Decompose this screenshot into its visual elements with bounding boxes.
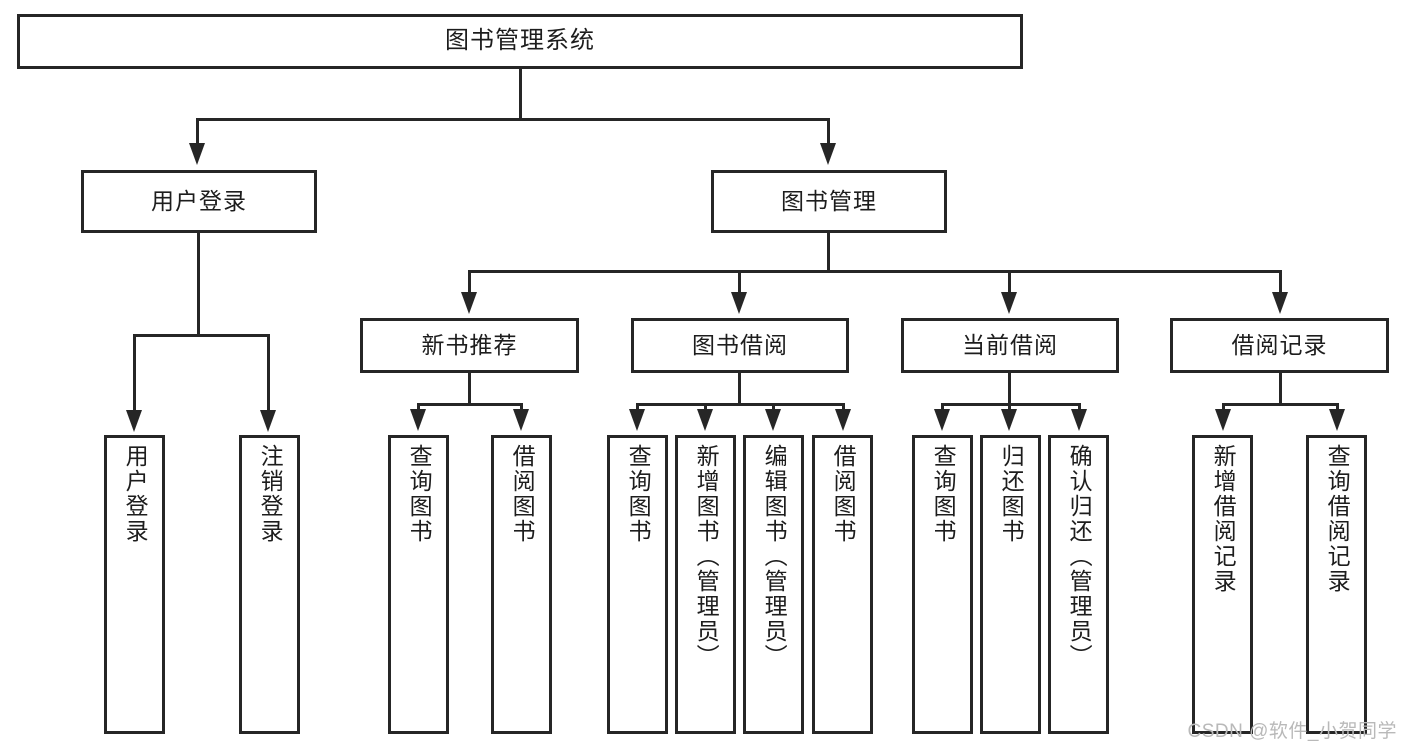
connector-records-stem xyxy=(1279,373,1282,405)
connector-to-records xyxy=(1279,270,1282,293)
connector-borrow-leaf7 xyxy=(772,403,775,413)
arrowhead-leaf-2 xyxy=(260,410,276,432)
connector-login-leaf1 xyxy=(133,334,136,411)
leaf-node-user-login-label: 用户登录 xyxy=(122,444,149,544)
leaf-node-logout-label: 注销登录 xyxy=(257,444,284,544)
arrowhead-leaf-10 xyxy=(1001,409,1017,431)
leaf-node-confirm-return-admin-label: 确认归还（管理员） xyxy=(1066,444,1093,669)
connector-current-bus xyxy=(941,403,1081,406)
connector-to-bookmgmt xyxy=(827,118,830,144)
connector-current-stem xyxy=(1008,373,1011,405)
arrowhead-leaf-5 xyxy=(629,409,645,431)
node-current-label: 当前借阅 xyxy=(962,331,1058,358)
node-current[interactable]: 当前借阅 xyxy=(901,318,1119,373)
node-root[interactable]: 图书管理系统 xyxy=(17,14,1023,69)
connector-level3-bus xyxy=(468,270,1282,273)
leaf-node-query-borrow-record[interactable]: 查询借阅记录 xyxy=(1306,435,1367,734)
leaf-node-query-book-borrow-label: 查询图书 xyxy=(625,444,652,544)
connector-newbook-leaf4 xyxy=(520,403,523,413)
connector-records-leaf12 xyxy=(1222,403,1225,413)
leaf-node-query-book-current-label: 查询图书 xyxy=(930,444,957,544)
leaf-node-user-login[interactable]: 用户登录 xyxy=(104,435,165,734)
node-login[interactable]: 用户登录 xyxy=(81,170,317,233)
leaf-node-add-book-admin[interactable]: 新增图书（管理员） xyxy=(675,435,736,734)
arrowhead-leaf-7 xyxy=(765,409,781,431)
arrowhead-to-records xyxy=(1272,292,1288,314)
leaf-node-return-book-label: 归还图书 xyxy=(998,444,1025,544)
leaf-node-query-borrow-record-label: 查询借阅记录 xyxy=(1324,444,1351,594)
connector-login-stem xyxy=(197,233,200,336)
connector-records-bus xyxy=(1222,403,1339,406)
leaf-node-query-book-current[interactable]: 查询图书 xyxy=(912,435,973,734)
connector-borrow-leaf6 xyxy=(704,403,707,413)
connector-borrow-leaf8 xyxy=(842,403,845,413)
leaf-node-edit-book-admin[interactable]: 编辑图书（管理员） xyxy=(743,435,804,734)
leaf-node-query-book-newbook[interactable]: 查询图书 xyxy=(388,435,449,734)
connector-bookmgmt-stem xyxy=(827,233,830,272)
connector-newbook-bus xyxy=(417,403,523,406)
connector-level2-bus xyxy=(196,118,830,121)
watermark: CSDN @软件_小贺同学 xyxy=(1187,721,1397,742)
leaf-node-query-book-newbook-label: 查询图书 xyxy=(406,444,433,544)
node-borrow-label: 图书借阅 xyxy=(692,331,788,358)
connector-newbook-stem xyxy=(468,373,471,405)
connector-login-bus xyxy=(133,334,270,337)
connector-login-leaf2 xyxy=(267,334,270,411)
arrowhead-to-bookmgmt xyxy=(820,143,836,165)
node-records-label: 借阅记录 xyxy=(1231,331,1328,358)
leaf-node-add-borrow-record-label: 新增借阅记录 xyxy=(1210,444,1237,594)
arrowhead-leaf-9 xyxy=(934,409,950,431)
leaf-node-edit-book-admin-label: 编辑图书（管理员） xyxy=(761,444,788,669)
arrowhead-to-borrow xyxy=(731,292,747,314)
arrowhead-to-login xyxy=(189,143,205,165)
leaf-node-add-book-admin-label: 新增图书（管理员） xyxy=(693,444,720,669)
connector-current-leaf9 xyxy=(941,403,944,413)
connector-root-stem xyxy=(519,69,522,120)
node-root-label: 图书管理系统 xyxy=(445,27,595,55)
node-newbook-label: 新书推荐 xyxy=(421,331,518,358)
arrowhead-leaf-6 xyxy=(697,409,713,431)
leaf-node-confirm-return-admin[interactable]: 确认归还（管理员） xyxy=(1048,435,1109,734)
connector-borrow-bus xyxy=(636,403,845,406)
node-borrow[interactable]: 图书借阅 xyxy=(631,318,849,373)
leaf-node-query-book-borrow[interactable]: 查询图书 xyxy=(607,435,668,734)
arrowhead-to-newbook xyxy=(461,292,477,314)
arrowhead-leaf-8 xyxy=(835,409,851,431)
connector-current-leaf10 xyxy=(1008,403,1011,413)
leaf-node-borrow-book-newbook-label: 借阅图书 xyxy=(509,444,536,544)
arrowhead-leaf-11 xyxy=(1071,409,1087,431)
connector-current-leaf11 xyxy=(1078,403,1081,413)
leaf-node-logout[interactable]: 注销登录 xyxy=(239,435,300,734)
arrowhead-to-current xyxy=(1001,292,1017,314)
leaf-node-borrow-book-newbook[interactable]: 借阅图书 xyxy=(491,435,552,734)
leaf-node-borrow-book[interactable]: 借阅图书 xyxy=(812,435,873,734)
leaf-node-return-book[interactable]: 归还图书 xyxy=(980,435,1041,734)
arrowhead-leaf-4 xyxy=(513,409,529,431)
arrowhead-leaf-3 xyxy=(410,409,426,431)
connector-to-current xyxy=(1008,270,1011,293)
connector-newbook-leaf3 xyxy=(417,403,420,413)
connector-borrow-stem xyxy=(738,373,741,405)
connector-to-login xyxy=(196,118,199,144)
arrowhead-leaf-12 xyxy=(1215,409,1231,431)
node-records[interactable]: 借阅记录 xyxy=(1170,318,1389,373)
node-newbook[interactable]: 新书推荐 xyxy=(360,318,579,373)
connector-to-borrow xyxy=(738,270,741,293)
leaf-node-borrow-book-label: 借阅图书 xyxy=(830,444,857,544)
node-bookmgmt[interactable]: 图书管理 xyxy=(711,170,947,233)
leaf-node-add-borrow-record[interactable]: 新增借阅记录 xyxy=(1192,435,1253,734)
node-bookmgmt-label: 图书管理 xyxy=(781,187,877,214)
arrowhead-leaf-1 xyxy=(126,410,142,432)
connector-records-leaf13 xyxy=(1336,403,1339,413)
connector-borrow-leaf5 xyxy=(636,403,639,413)
arrowhead-leaf-13 xyxy=(1329,409,1345,431)
connector-to-newbook xyxy=(468,270,471,293)
node-login-label: 用户登录 xyxy=(151,187,247,214)
